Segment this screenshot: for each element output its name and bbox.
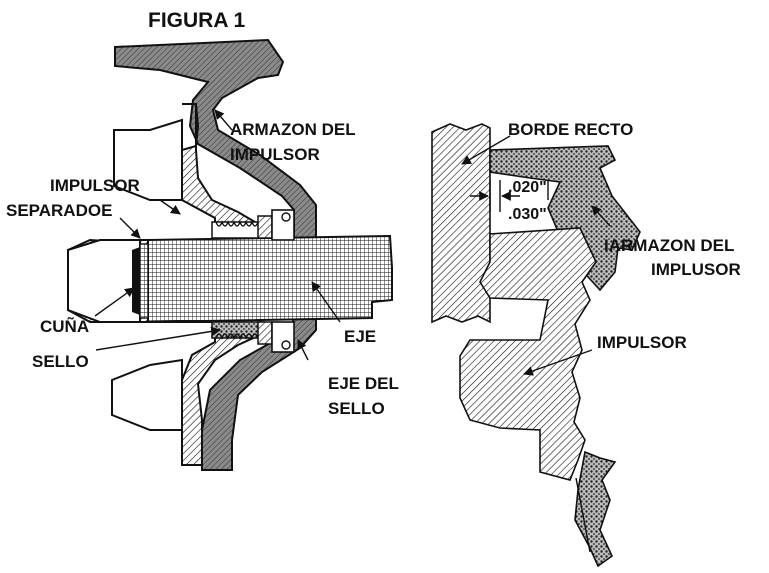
label-gap-min: .020" <box>508 179 547 196</box>
shaft <box>147 234 393 324</box>
label-straight-edge: BORDE RECTO <box>508 120 633 139</box>
label-spacer: SEPARADOE <box>6 201 112 220</box>
seal-seat <box>271 209 295 353</box>
label-impeller-left: IMPULSOR <box>50 176 140 195</box>
impeller-right <box>459 227 597 481</box>
left-cross-section <box>67 38 393 471</box>
straight-edge <box>431 123 491 324</box>
seal-spring-lower <box>211 321 273 345</box>
label-impeller-right: IMPULSOR <box>597 333 687 352</box>
impeller-upper-vane <box>113 118 183 201</box>
impeller-housing <box>114 38 317 471</box>
label-housing-line1: ARMAZON DEL <box>230 120 356 139</box>
impeller-lower-vane <box>111 358 183 431</box>
label-seal: SELLO <box>32 352 89 371</box>
label-gap-max: .030" <box>508 206 547 223</box>
label-seal-shaft-line1: EJE DEL <box>328 374 399 393</box>
label-housing-right-line2: IMPLUSOR <box>651 260 741 279</box>
label-seal-shaft-line2: SELLO <box>328 399 385 418</box>
label-shaft: EJE <box>344 327 376 346</box>
figure-title: FIGURA 1 <box>148 9 246 32</box>
spacer <box>139 243 149 319</box>
seal-spring-upper <box>211 215 273 239</box>
label-key: CUÑA <box>40 316 89 336</box>
label-housing-line2: IMPULSOR <box>230 145 320 164</box>
impeller-hub <box>67 239 141 323</box>
housing-right-lower <box>574 450 617 568</box>
housing-right-upper <box>489 145 641 292</box>
label-housing-right-line1: IARMAZON DEL <box>604 236 734 255</box>
right-cross-section <box>431 123 641 568</box>
